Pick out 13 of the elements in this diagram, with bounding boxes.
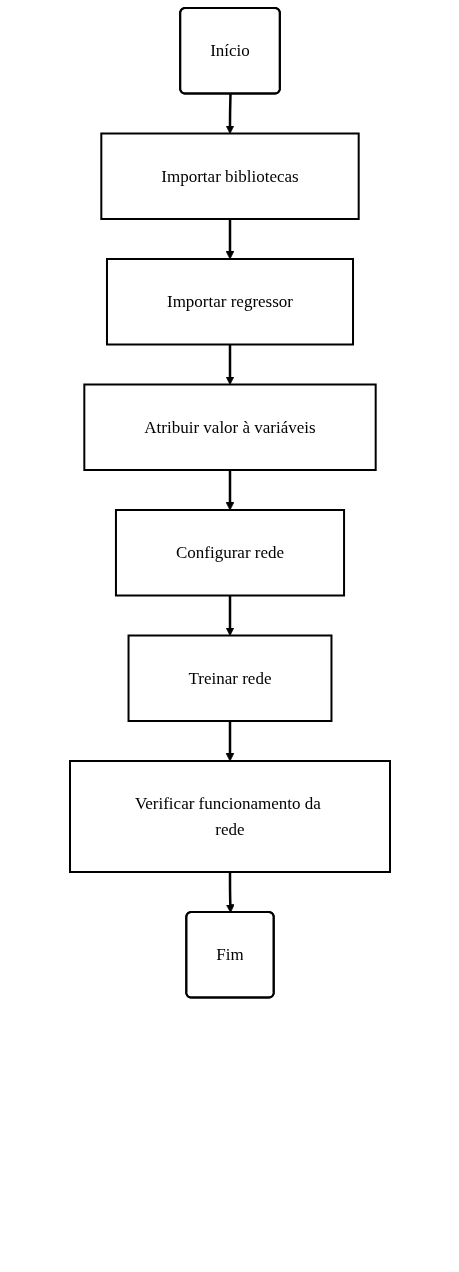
- arrow: [225, 595, 234, 636]
- arrow: [225, 872, 235, 913]
- arrow: [225, 93, 234, 134]
- node-box: Importar bibliotecas: [99, 132, 360, 220]
- arrow: [225, 470, 234, 511]
- node-box: Verificar funcionamento da rede: [68, 760, 391, 873]
- node-box: Atribuir valor à variáveis: [82, 383, 377, 471]
- arrow: [225, 219, 234, 260]
- node-box: Importar regressor: [105, 258, 354, 346]
- node-box: Configurar rede: [114, 509, 345, 597]
- arrow: [225, 344, 234, 385]
- node-box: Treinar rede: [127, 634, 332, 722]
- arrow: [225, 721, 234, 762]
